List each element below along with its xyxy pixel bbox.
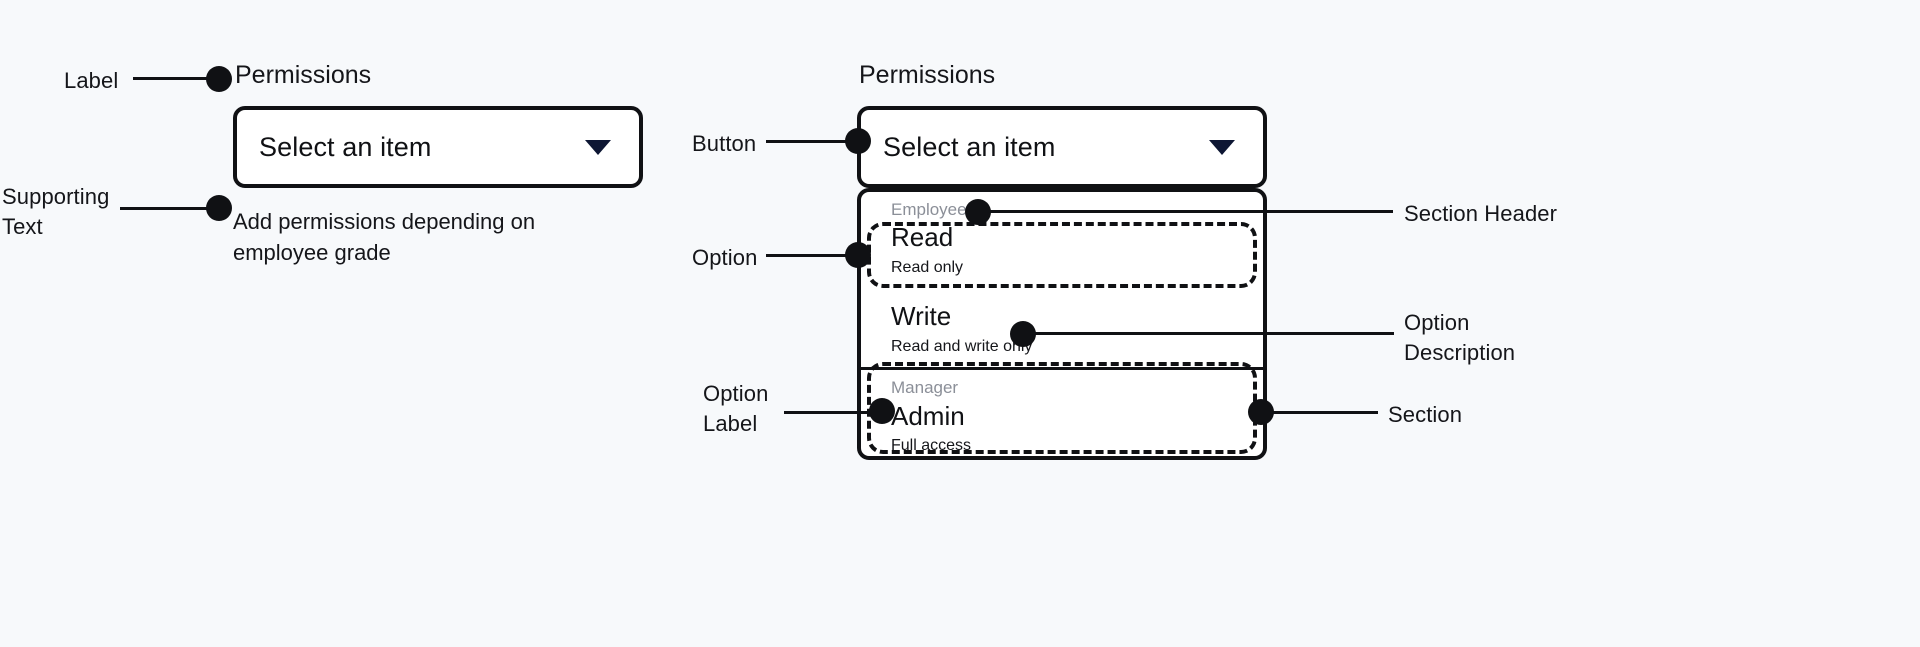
select-button-value: Select an item [259,131,432,162]
menu-option-read[interactable]: Read Read only [861,222,1263,288]
select-button-right[interactable]: Select an item [857,106,1267,188]
select-button-value-right: Select an item [883,131,1056,162]
open-select-specimen: Permissions Select an item [857,60,1267,188]
annotation-label-label: Label [64,68,119,93]
option-description-write: Read and write only [891,337,1033,355]
leader-line-option [766,254,864,257]
select-button[interactable]: Select an item [233,106,643,188]
option-description-read: Read only [891,259,964,277]
annotation-supporting-text-label: Supporting Text [2,184,110,240]
leader-dot-section-header [965,199,991,225]
chevron-down-icon-right [1209,139,1235,155]
dropdown-menu-panel[interactable]: Employees Read Read only Write Read and … [857,188,1267,460]
field-label-right: Permissions [859,61,996,89]
leader-dot-supporting-text [206,195,232,221]
annotation-option-description-label: Option Description [1404,310,1516,366]
leader-dot-button [845,128,871,154]
leader-line-button [766,140,864,143]
menu-group-manager: Manager Admin Full access [861,367,1263,456]
leader-dot-option-description [1010,321,1036,347]
leader-dot-option-label [869,398,895,424]
annotation-section-header-label: Section Header [1404,201,1558,226]
leader-dot-section [1248,399,1274,425]
annotation-button-label: Button [692,131,757,156]
menu-option-write[interactable]: Write Read and write only [861,289,1263,367]
supporting-text: Add permissions depending on employee gr… [233,209,536,266]
menu-group-employees: Employees Read Read only Write Read and … [861,192,1263,367]
annotation-option-label: Option [692,245,758,270]
leader-line-supporting-text [120,207,218,210]
menu-option-admin[interactable]: Admin Full access [861,400,1263,456]
annotation-option-label-label: Option Label [703,381,769,437]
option-label-admin: Admin [891,400,965,431]
section-header-employees: Employees [891,200,976,219]
chevron-down-icon [585,139,611,155]
leader-line-label [133,77,217,80]
closed-select-specimen: Permissions Select an item Add permissio… [233,60,643,268]
leader-line-option-description [1030,332,1394,335]
option-label-read: Read [891,222,954,253]
leader-line-section [1268,411,1378,414]
leader-line-section-header [985,210,1393,213]
option-description-admin: Full access [891,437,972,455]
annotation-section-label: Section [1388,402,1463,427]
field-label: Permissions [235,61,372,89]
leader-dot-label [206,66,232,92]
leader-dot-option [845,242,871,268]
section-header-manager: Manager [891,378,959,398]
option-label-write: Write [891,300,952,331]
leader-line-option-label [784,411,880,414]
